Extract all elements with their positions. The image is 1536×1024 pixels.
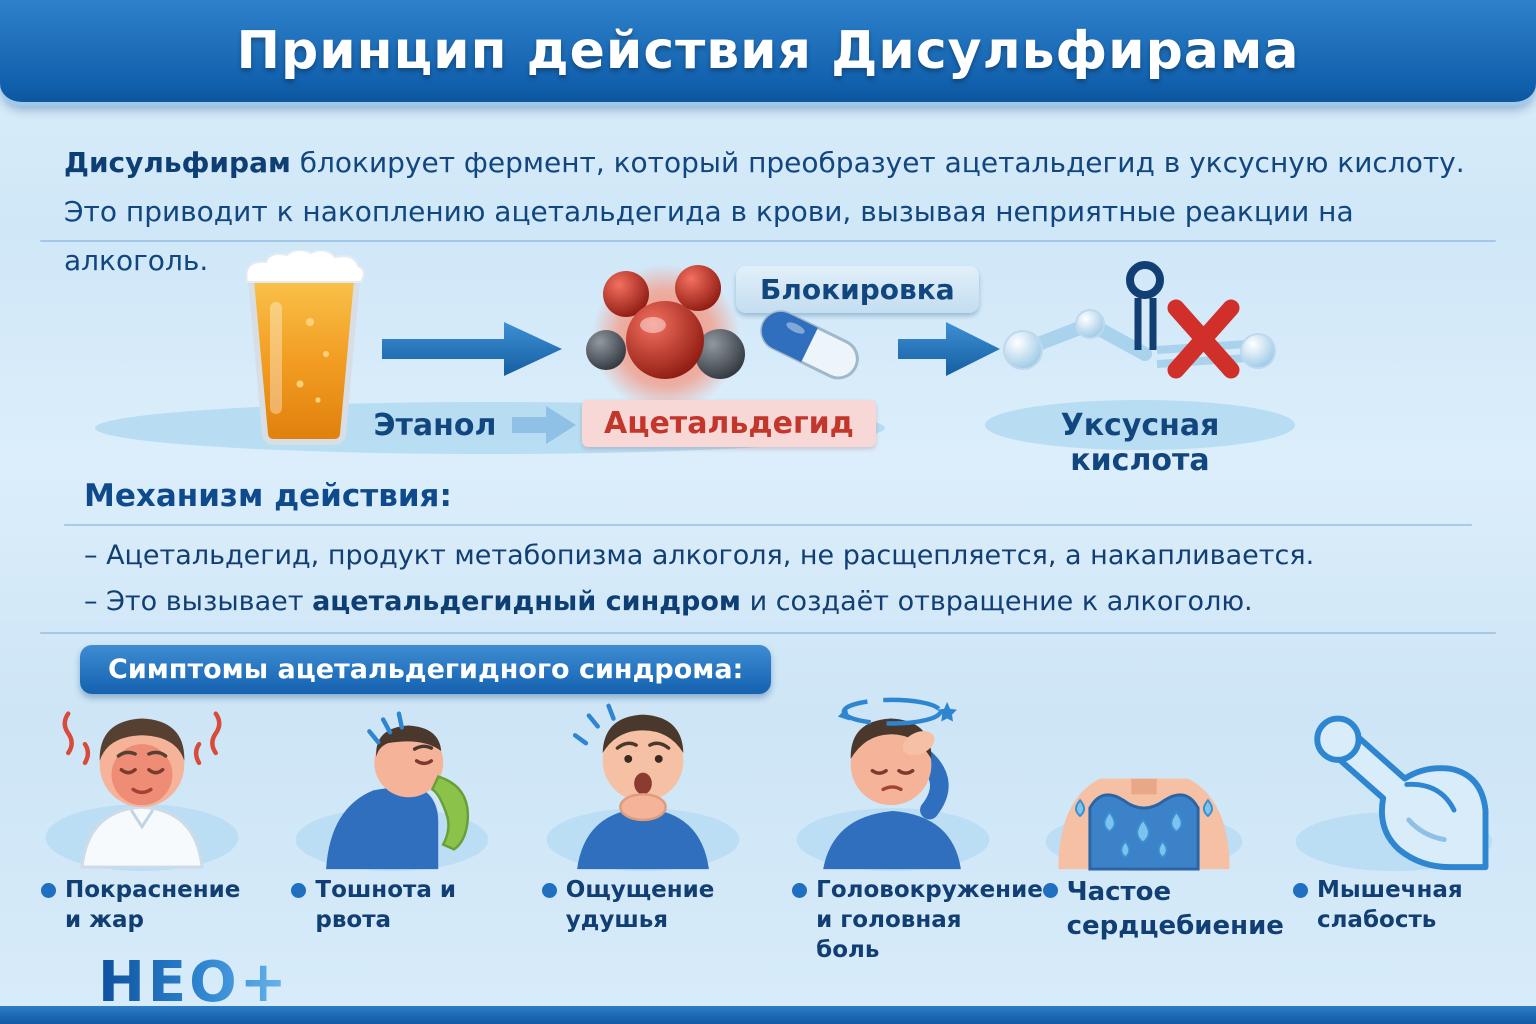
mechanism-bullet-1: – Ацетальдегид, продукт метабопизма алко… [84, 540, 1315, 571]
symptoms-heading: Симптомы ацетальдегидного синдрома: [80, 645, 772, 694]
symptom-label-text: Ощущение удушья [565, 877, 715, 933]
bullet-dot-icon [1292, 883, 1308, 898]
acetic-acid-blocked-icon [995, 252, 1285, 414]
symptom-labels-row: Покраснение и жар Тошнота и рвота Ощущен… [28, 876, 1508, 966]
arrow-right-icon [382, 320, 564, 378]
symptom-label: Мышечная слабость [1280, 876, 1508, 966]
blocking-badge: Блокировка [736, 266, 979, 313]
dizziness-icon [779, 692, 1007, 874]
header-banner: Принцип действия Дисульфирама [0, 0, 1536, 106]
divider [40, 632, 1496, 634]
footer-bar [0, 1006, 1536, 1024]
symptom-label: Покраснение и жар [28, 876, 256, 966]
vomiting-icon [278, 692, 506, 874]
water-shadow [985, 400, 1295, 450]
bullet-dot-icon [41, 883, 56, 898]
intro-line-1: Дисульфирам блокирует фермент, который п… [64, 138, 1486, 187]
symptom-label: Головокружение и головная боль [779, 876, 1043, 966]
intro-text: Дисульфирам блокирует фермент, который п… [64, 138, 1486, 285]
arrow-right-icon [898, 320, 1002, 378]
acetic-acid-label: Уксусная кислота [1060, 408, 1220, 478]
intro-line-1-rest: блокирует фермент, который преобразует а… [290, 146, 1465, 179]
bullet-dot-icon [291, 883, 307, 898]
mechanism-heading: Механизм действия: [84, 478, 452, 514]
bullet-2-prefix: – Это вызывает [84, 586, 313, 617]
choking-icon [529, 692, 757, 874]
bullet-dot-icon [541, 883, 557, 898]
symptom-label: Тошнота и рвота [278, 876, 506, 966]
symptom-label-text: Головокружение и головная боль [816, 877, 1043, 963]
symptom-label: Частое сердцебиение [1030, 876, 1284, 966]
small-arrow-right-icon [512, 404, 578, 446]
ethanol-label: Этанол [373, 408, 497, 443]
symptom-figures-row [28, 692, 1508, 874]
flushed-face-icon [28, 692, 256, 874]
beer-glass-icon [238, 249, 370, 448]
symptom-label-text: Покраснение и жар [65, 877, 241, 933]
intro-line-2: Это приводит к накоплению ацетальдегида … [64, 195, 1354, 277]
symptom-label-text: Тошнота и рвота [315, 877, 456, 933]
symptom-label-text: Частое сердцебиение [1066, 877, 1284, 941]
muscle-arm-icon [1280, 692, 1508, 874]
symptom-label: Ощущение удушья [529, 876, 757, 966]
divider [40, 240, 1496, 242]
mechanism-bullet-2: – Это вызывает ацетальдегидный синдром и… [84, 586, 1253, 617]
red-x-icon [1167, 299, 1240, 379]
bullet-dot-icon [1042, 883, 1058, 898]
acetaldehyde-molecule-icon [568, 256, 780, 414]
neo-plus-logo: НЕО+ [98, 950, 290, 1015]
bullet-dot-icon [792, 883, 808, 898]
syndrome-term: ацетальдегидный синдром [312, 586, 741, 617]
bullet-2-suffix: и создаёт отвращение к алкоголю. [741, 586, 1253, 617]
page-title: Принцип действия Дисульфирама [236, 21, 1300, 81]
symptom-label-text: Мышечная слабость [1316, 877, 1463, 933]
drug-name: Дисульфирам [64, 146, 291, 179]
sweating-chest-icon [1030, 692, 1258, 874]
capsule-pill-icon [749, 295, 871, 393]
acetaldehyde-label: Ацетальдегид [582, 400, 876, 447]
divider [64, 524, 1472, 526]
